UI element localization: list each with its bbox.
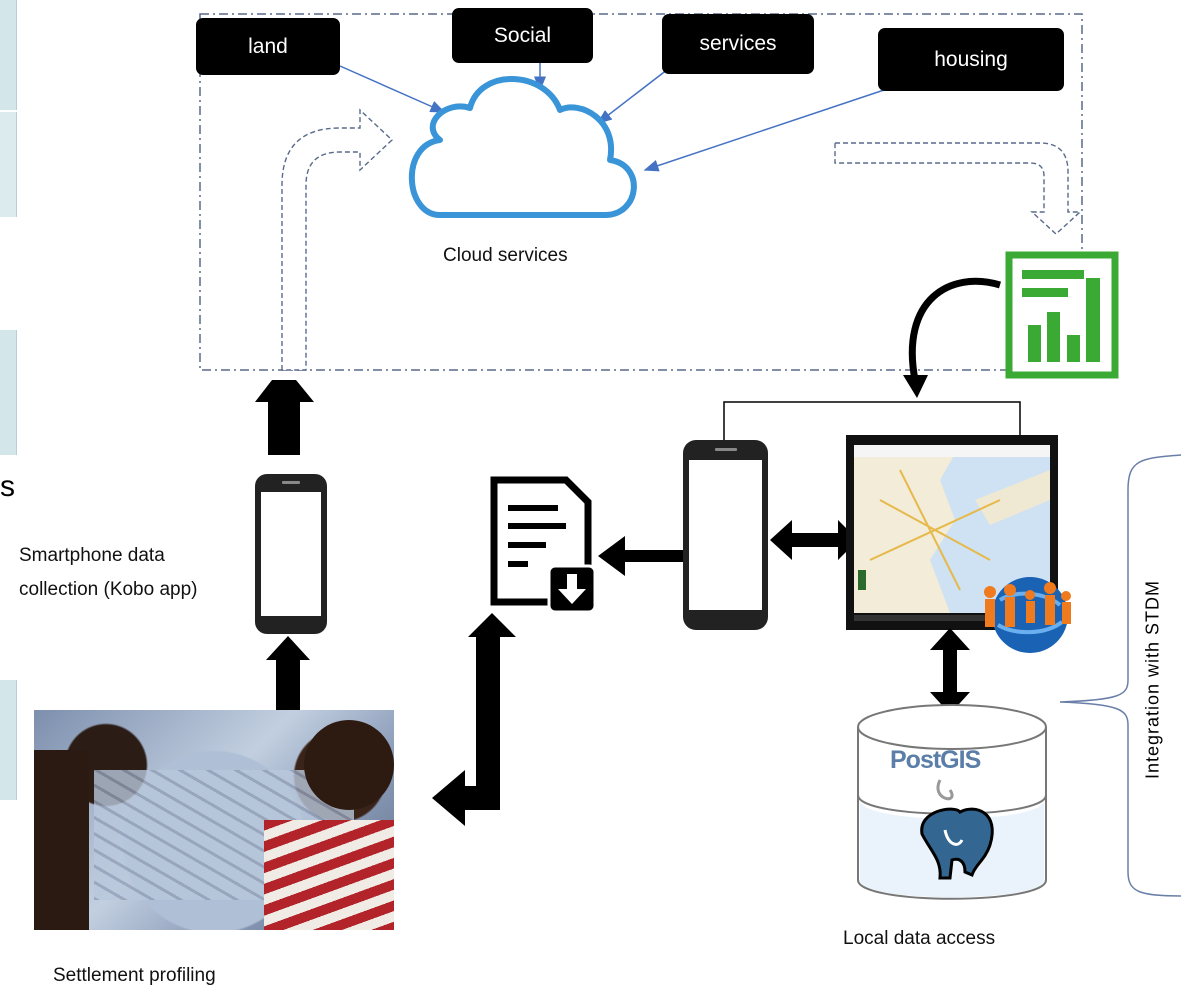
connector-housing [643,89,885,172]
left-edge-panel [0,330,17,455]
globe-community-icon [984,577,1071,653]
smartphone-label-line2: collection (Kobo app) [19,579,198,600]
category-services: services [662,14,814,74]
left-arrow-document [598,536,690,576]
up-arrow-phone [266,636,310,710]
photo-person-right [264,820,394,930]
smartphone-label: Smartphone data collection (Kobo app) [19,539,198,607]
category-land: land [196,18,340,75]
local-data-label: Local data access [843,928,996,949]
document-download-icon [490,476,597,614]
download-dashed-arrow [834,142,1082,235]
l-arrow-photo-document [432,613,516,826]
settlement-label: Settlement profiling [53,965,216,986]
left-edge-letter: s [0,470,15,503]
curved-arrow [908,277,1002,381]
report-chart-icon [1005,251,1119,379]
connector-services [596,65,673,124]
category-social: Social [452,8,593,63]
category-social-label: Social [493,23,552,47]
smartphone-label-line1: Smartphone data [19,545,165,566]
up-arrow-cloud [255,380,314,455]
left-edge-panel [0,680,17,800]
double-arrow-monitor-db [930,628,970,714]
cloud-boundary [199,13,1083,371]
left-edge-panel [0,0,17,110]
curved-arrow-head [903,375,928,398]
postgis-logo-text: PostGIS [890,746,981,774]
photo-head-right [304,720,394,810]
smartphone-middle [683,440,768,630]
category-housing: housing [878,28,1064,91]
category-services-label: services [699,32,777,55]
connector-land [339,65,446,113]
left-edge-panel [0,112,17,217]
cloud-icon [408,76,637,218]
smartphone-left [255,474,327,634]
stdm-brace [1059,454,1182,897]
integration-label: Integration with STDM [1142,579,1163,780]
category-housing-label: housing [934,47,1008,71]
photo-person-left [34,750,89,930]
postgres-elephant-icon [920,807,994,880]
connector-bracket [723,401,1021,440]
cloud-label: Cloud services [443,245,568,266]
double-arrow-phone-monitor [770,520,858,560]
upload-dashed-arrow [281,108,394,371]
settlement-photo [34,710,394,930]
category-land-label: land [248,34,288,58]
